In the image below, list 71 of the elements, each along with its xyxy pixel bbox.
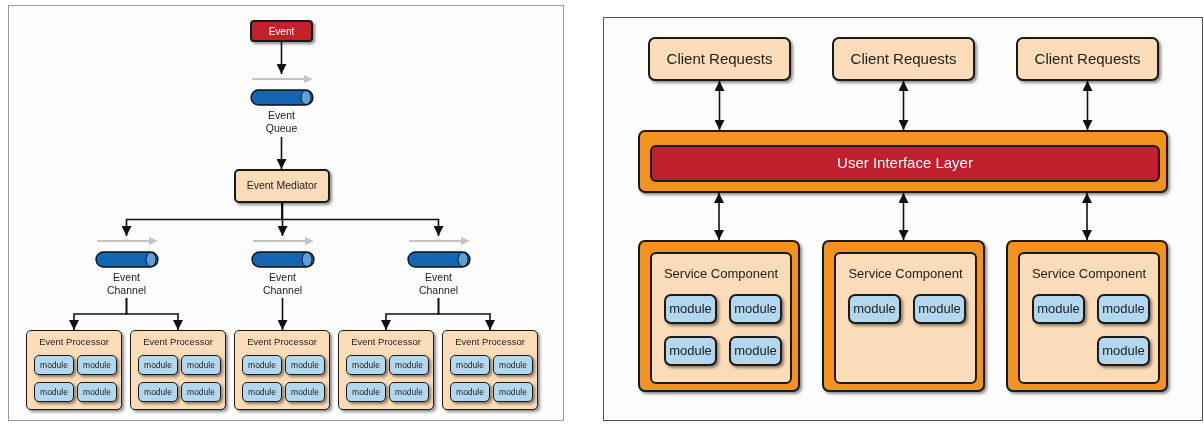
module-box: module (138, 382, 178, 402)
card-heading: Service Component (847, 266, 964, 282)
card-heading: Event Processor (142, 336, 214, 348)
arrow (714, 192, 724, 241)
arrow (1082, 192, 1092, 241)
component-card (834, 252, 977, 384)
arrow (898, 192, 909, 241)
module-box: module (34, 382, 74, 402)
layer-frame (822, 240, 985, 392)
card-heading: Event Processor (454, 336, 526, 348)
module-box: module (389, 355, 429, 375)
arrow (276, 136, 287, 170)
arrow (281, 202, 444, 237)
pipe-label: Event Channel (417, 271, 460, 296)
module-box: module (389, 382, 429, 402)
client-box: Client Requests (648, 37, 791, 81)
client-box: Client Requests (832, 37, 975, 81)
arrow (125, 297, 183, 331)
module-box: module (346, 355, 386, 375)
arrow (277, 297, 288, 331)
client-box: Client Requests (1016, 37, 1159, 81)
processor-card (338, 330, 434, 410)
layer-bar: User Interface Layer (650, 145, 1160, 182)
arrow (437, 297, 495, 331)
processor-card (130, 330, 226, 410)
arrow (276, 41, 287, 75)
module-box: module (729, 336, 782, 366)
module-box: module (1097, 336, 1150, 366)
component-card (650, 252, 792, 384)
pipe-label: Event Channel (261, 271, 304, 296)
card-heading: Event Processor (246, 336, 318, 348)
arrow (714, 80, 725, 131)
module-box: module (285, 355, 325, 375)
card-heading: Service Component (1030, 266, 1148, 282)
module-box: module (346, 382, 386, 402)
layer-frame (638, 130, 1168, 193)
arrow (1082, 80, 1093, 131)
module-box: module (34, 355, 74, 375)
module-box: module (242, 382, 282, 402)
arrow (898, 80, 909, 131)
module-box: module (913, 294, 966, 324)
processor-card (442, 330, 538, 410)
event-box: Event (250, 20, 313, 42)
module-box: module (1032, 294, 1085, 324)
mediator-box: Event Mediator (234, 169, 330, 203)
module-box: module (729, 294, 782, 324)
module-box: module (450, 382, 490, 402)
module-box: module (77, 382, 117, 402)
component-card (1018, 252, 1160, 384)
processor-card (26, 330, 122, 410)
module-box: module (493, 355, 533, 375)
layer-frame (638, 240, 800, 392)
module-box: module (181, 382, 221, 402)
module-box: module (1097, 294, 1150, 324)
module-box: module (242, 355, 282, 375)
pipe-label: Event Channel (105, 271, 148, 296)
module-box: module (285, 382, 325, 402)
module-box: module (664, 336, 717, 366)
module-box: module (450, 355, 490, 375)
module-box: module (493, 382, 533, 402)
layer-frame (1006, 240, 1168, 392)
module-box: module (181, 355, 221, 375)
card-heading: Event Processor (350, 336, 422, 348)
pipe-label: Event Queue (264, 109, 299, 134)
processor-card (234, 330, 330, 410)
module-box: module (664, 294, 717, 324)
card-heading: Service Component (662, 266, 780, 282)
module-box: module (77, 355, 117, 375)
card-heading: Event Processor (38, 336, 110, 348)
module-box: module (848, 294, 901, 324)
module-box: module (138, 355, 178, 375)
